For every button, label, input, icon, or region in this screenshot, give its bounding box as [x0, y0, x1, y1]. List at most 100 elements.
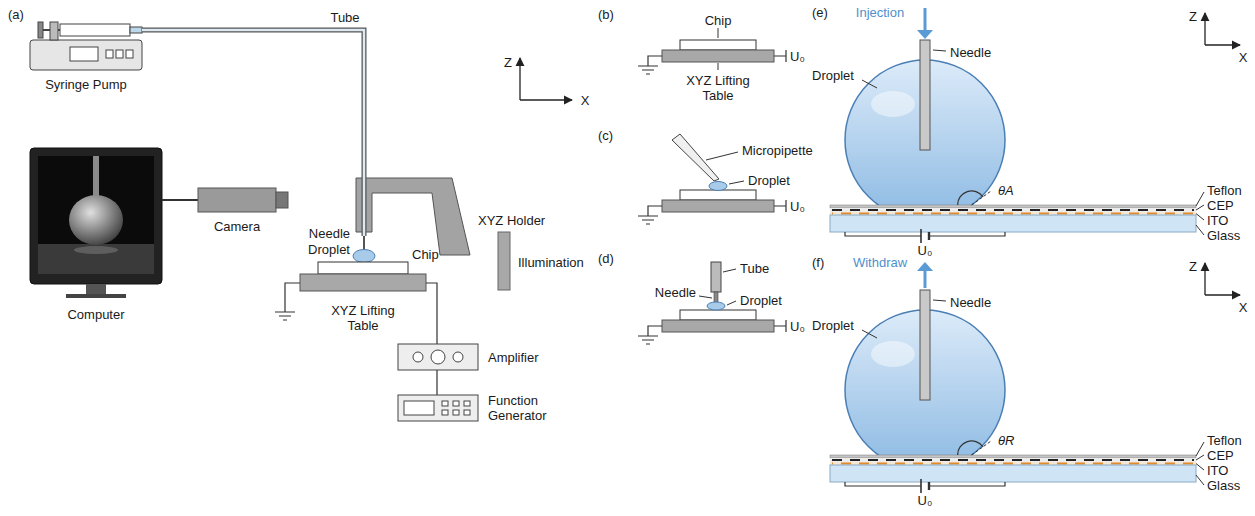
function-generator-box [464, 410, 470, 415]
function-generator-box [398, 395, 478, 421]
layer-label: CEP [1207, 198, 1234, 213]
panel-letter: (e) [812, 5, 828, 20]
stage-d [638, 310, 786, 344]
component-label: Syringe Pump [45, 77, 127, 92]
leader-line [699, 269, 736, 305]
leader-line [706, 152, 744, 184]
component-label: Droplet [740, 293, 782, 308]
component-label: Needle [309, 226, 350, 241]
withdraw-arrow [924, 271, 927, 288]
panel-letter: (b) [598, 7, 614, 22]
panel-letter: (c) [598, 128, 613, 143]
component-label: Needle [950, 295, 991, 310]
layer-label: CEP [1207, 448, 1234, 463]
voltage-label: U₀ [790, 49, 805, 64]
syringe-pump [30, 22, 142, 70]
axis-label: Z [1189, 259, 1197, 274]
axis-label: Z [1189, 9, 1197, 24]
function-generator-box [404, 401, 434, 415]
axis-label: Z [504, 55, 512, 70]
axis-label: X [1239, 50, 1248, 65]
voltage-label: U₀ [790, 199, 805, 214]
panel-letter: (a) [8, 7, 24, 22]
component-label: Amplifier [488, 350, 539, 365]
needle-shape [363, 236, 365, 251]
angle-label: θR [998, 433, 1014, 448]
component-label: Needle [950, 45, 991, 60]
component-label: XYZ Lifting Table [317, 303, 409, 333]
computer-monitor [86, 284, 106, 294]
computer-monitor [66, 294, 126, 298]
function-generator-box [464, 401, 470, 406]
syringe-pump [70, 47, 98, 61]
syringe-pump [116, 50, 123, 58]
injection-arrow [924, 8, 927, 30]
computer-monitor [30, 148, 162, 284]
syringe-pump [106, 50, 113, 58]
layer-label: ITO [1207, 213, 1228, 228]
stage-b [638, 40, 786, 74]
tube [142, 30, 364, 236]
component-label: Needle [655, 285, 696, 300]
micropipette-shape [672, 134, 719, 181]
component-label: Illumination [518, 255, 584, 270]
camera-body [198, 188, 276, 212]
component-label: Function Generator [488, 393, 568, 423]
electrowetting-cell-f [830, 263, 1240, 493]
component-label: Droplet [308, 242, 350, 257]
syringe-pump [30, 40, 142, 70]
xyz-holder [356, 178, 470, 255]
component-label: Chip [412, 247, 439, 262]
function-generator-box [398, 395, 478, 421]
function-generator-box [442, 401, 448, 406]
axis-arrow [519, 58, 520, 100]
computer-monitor [38, 244, 154, 274]
electrowetting-cell-e [830, 13, 1240, 243]
axis-label: X [1239, 300, 1248, 315]
stage-c [638, 190, 786, 224]
component-label: Droplet [812, 318, 854, 333]
direction-label: Withdraw [853, 255, 907, 270]
signal-wire [426, 283, 437, 395]
component-label: Droplet [812, 68, 854, 83]
function-generator-box [453, 401, 459, 406]
illumination-panel [498, 232, 510, 290]
injection-arrow [917, 30, 933, 39]
computer-monitor [93, 156, 99, 196]
component-label: XYZ Lifting Table [672, 73, 764, 103]
amplifier-box [398, 344, 478, 370]
leader-line [718, 28, 719, 70]
tube [142, 30, 364, 236]
layer-label: Teflon [1207, 433, 1242, 448]
layer-label: Glass [1207, 228, 1240, 243]
lifting-table [300, 274, 426, 291]
camera-body [276, 192, 288, 208]
syringe-pump [60, 24, 130, 36]
voltage-label: U₀ [790, 319, 805, 334]
panel-letter: (d) [598, 251, 614, 266]
ground-symbol [275, 283, 300, 320]
amplifier-box [453, 352, 463, 362]
component-label: Tube [740, 261, 769, 276]
amplifier-box [413, 352, 423, 362]
amplifier-box [431, 350, 445, 364]
withdraw-arrow [917, 262, 933, 271]
function-generator-box [453, 410, 459, 415]
layer-label: Glass [1207, 478, 1240, 493]
axis-label: X [581, 93, 590, 108]
computer-monitor [74, 246, 118, 254]
direction-label: Injection [856, 5, 904, 20]
computer-monitor [30, 148, 162, 298]
chip-shape [318, 262, 408, 274]
amplifier-box [398, 344, 478, 370]
syringe-pump [50, 22, 58, 40]
angle-label: θA [998, 183, 1014, 198]
voltage-label: U₀ [918, 493, 933, 508]
computer-monitor [38, 156, 154, 274]
component-label: Chip [705, 13, 732, 28]
camera-body [198, 188, 288, 212]
voltage-label: U₀ [918, 243, 933, 258]
component-label: Droplet [748, 173, 790, 188]
function-generator-box [442, 410, 448, 415]
